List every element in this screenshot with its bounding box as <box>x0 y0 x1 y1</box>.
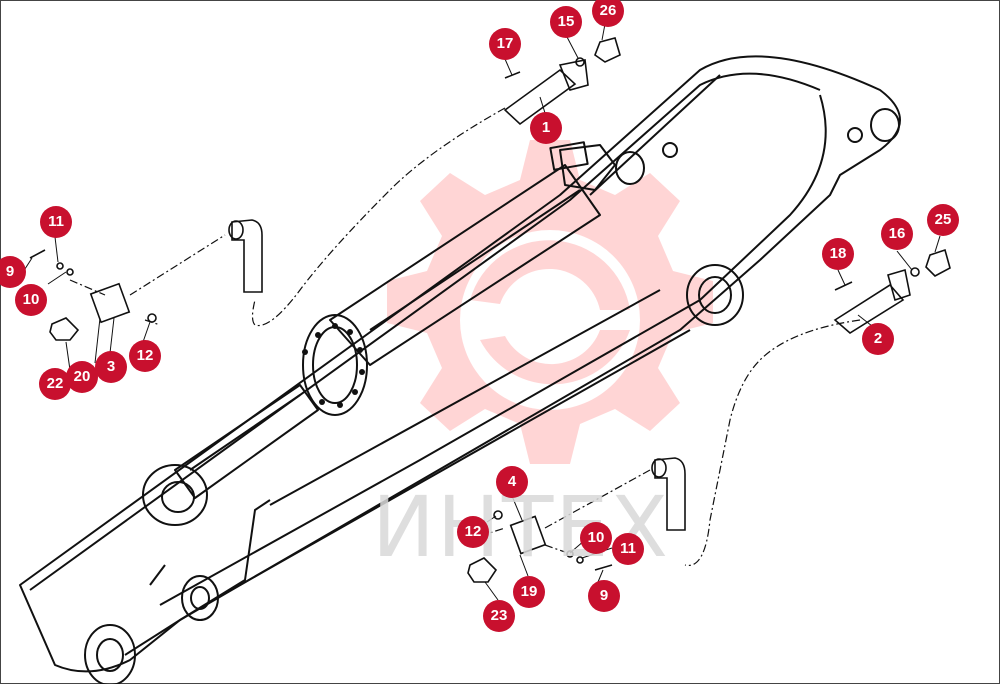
hose-routing-lines <box>69 107 861 567</box>
callout-1: 1 <box>530 112 562 144</box>
callout-16: 16 <box>881 218 913 250</box>
callout-10: 10 <box>580 522 612 554</box>
callout-22: 22 <box>39 368 71 400</box>
callout-4: 4 <box>496 466 528 498</box>
boom-assembly <box>19 55 901 684</box>
callout-23: 23 <box>483 600 515 632</box>
callout-26: 26 <box>592 0 624 27</box>
callout-12: 12 <box>457 516 489 548</box>
callout-12: 12 <box>129 340 161 372</box>
callout-2: 2 <box>862 323 894 355</box>
leader-lines <box>22 23 941 601</box>
hose-fittings <box>228 219 686 531</box>
callout-20: 20 <box>66 361 98 393</box>
watermark-logo <box>387 140 713 464</box>
callout-25: 25 <box>927 204 959 236</box>
callout-11: 11 <box>40 206 72 238</box>
callout-10: 10 <box>15 284 47 316</box>
flange-bolts <box>302 323 365 408</box>
callout-3: 3 <box>95 351 127 383</box>
callout-19: 19 <box>513 576 545 608</box>
callout-15: 15 <box>550 6 582 38</box>
callout-9: 9 <box>0 256 26 288</box>
callout-9: 9 <box>588 580 620 612</box>
callout-18: 18 <box>822 238 854 270</box>
callout-11: 11 <box>612 533 644 565</box>
pins-and-hardware <box>29 37 951 583</box>
callout-17: 17 <box>489 28 521 60</box>
